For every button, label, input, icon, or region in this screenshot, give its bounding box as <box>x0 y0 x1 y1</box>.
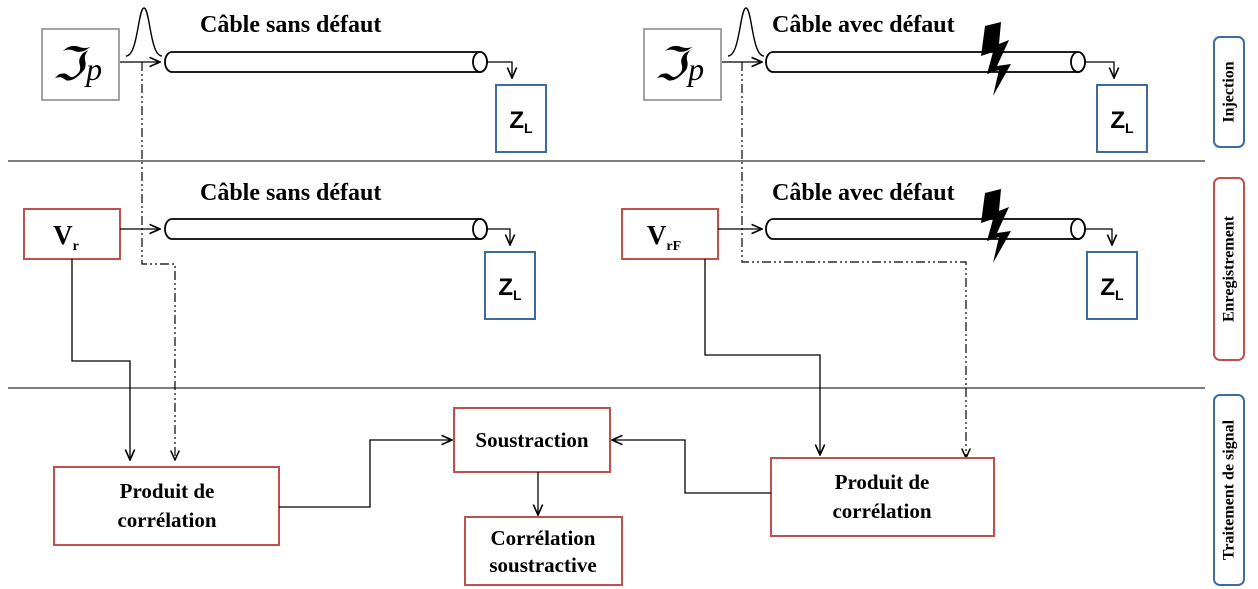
wire-correlation-to-subtraction-left <box>279 440 452 508</box>
subtraction-box <box>453 407 611 473</box>
gaussian-pulse-icon <box>727 7 765 57</box>
correlation-label-line2: corrélation <box>117 508 216 532</box>
gaussian-pulse-icon <box>125 7 163 57</box>
recording-healthy: Vr Câble sans défaut ZL <box>23 180 536 320</box>
load-box <box>484 251 536 320</box>
result-box <box>464 516 623 586</box>
load-wire <box>487 228 510 245</box>
stage-processing-label: Traitement de signal <box>1221 419 1238 560</box>
source-box <box>41 28 120 101</box>
load-box <box>1086 251 1138 320</box>
correlation-box <box>53 466 280 546</box>
subtractive-correlation-block: Corrélation soustractive <box>464 516 623 586</box>
injection-faulty: ℑp Câble avec défaut ZL <box>643 7 1148 153</box>
load-wire <box>1085 228 1112 245</box>
stage-recording: Enregistrement <box>1213 177 1245 361</box>
stage-injection-box <box>1213 36 1245 148</box>
signal-box-vrf <box>621 208 719 260</box>
cable-title: Câble avec défaut <box>772 180 955 206</box>
stage-recording-label: Enregistrement <box>1221 215 1238 322</box>
signal-box-vr <box>23 208 121 260</box>
recording-faulty: VrF Câble avec défaut ZL <box>621 180 1138 320</box>
cable-title: Câble sans défaut <box>200 12 381 38</box>
stage-injection-label: Injection <box>1221 61 1238 122</box>
reference-line-healthy <box>141 62 175 460</box>
stage-processing-box <box>1213 394 1245 586</box>
correlation-healthy: Produit de corrélation <box>53 466 280 546</box>
cable-title: Câble avec défaut <box>772 12 955 38</box>
source-box <box>643 28 722 101</box>
load-label: ZL <box>498 274 522 303</box>
result-label-line2: soustractive <box>489 553 596 577</box>
load-wire <box>1085 61 1114 78</box>
stage-recording-box <box>1213 177 1245 361</box>
coaxial-cable-icon <box>765 218 1086 240</box>
stage-processing: Traitement de signal <box>1213 394 1245 586</box>
wire-correlation-to-subtraction-right <box>612 440 771 494</box>
load-wire <box>487 61 512 78</box>
wire-vr-to-correlation <box>71 259 130 460</box>
stage-injection: Injection <box>1213 36 1245 148</box>
signal-label-vrf: VrF <box>647 220 681 254</box>
cable-title: Câble sans défaut <box>200 180 381 206</box>
signal-label-vr: Vr <box>53 220 79 254</box>
result-label-line1: Corrélation <box>491 526 596 550</box>
correlation-faulty: Produit de corrélation <box>770 457 995 537</box>
coaxial-cable-icon <box>164 51 488 73</box>
load-label: ZL <box>509 107 533 136</box>
injection-healthy: ℑp Câble sans défaut ZL <box>41 7 547 153</box>
reference-line-faulty <box>741 62 966 458</box>
correlation-label-line2: corrélation <box>832 499 931 523</box>
load-label: ZL <box>1100 274 1124 303</box>
load-box <box>495 84 547 153</box>
subtraction-block: Soustraction <box>453 407 611 473</box>
load-box <box>1096 84 1148 153</box>
load-label: ZL <box>1110 107 1134 136</box>
coaxial-cable-icon <box>164 218 488 240</box>
wire-vrf-to-correlation <box>704 259 820 455</box>
subtraction-label: Soustraction <box>475 428 588 452</box>
correlation-label-line1: Produit de <box>120 479 215 503</box>
correlation-label-line1: Produit de <box>835 470 930 494</box>
coaxial-cable-icon <box>765 51 1086 73</box>
correlation-box <box>770 457 995 537</box>
